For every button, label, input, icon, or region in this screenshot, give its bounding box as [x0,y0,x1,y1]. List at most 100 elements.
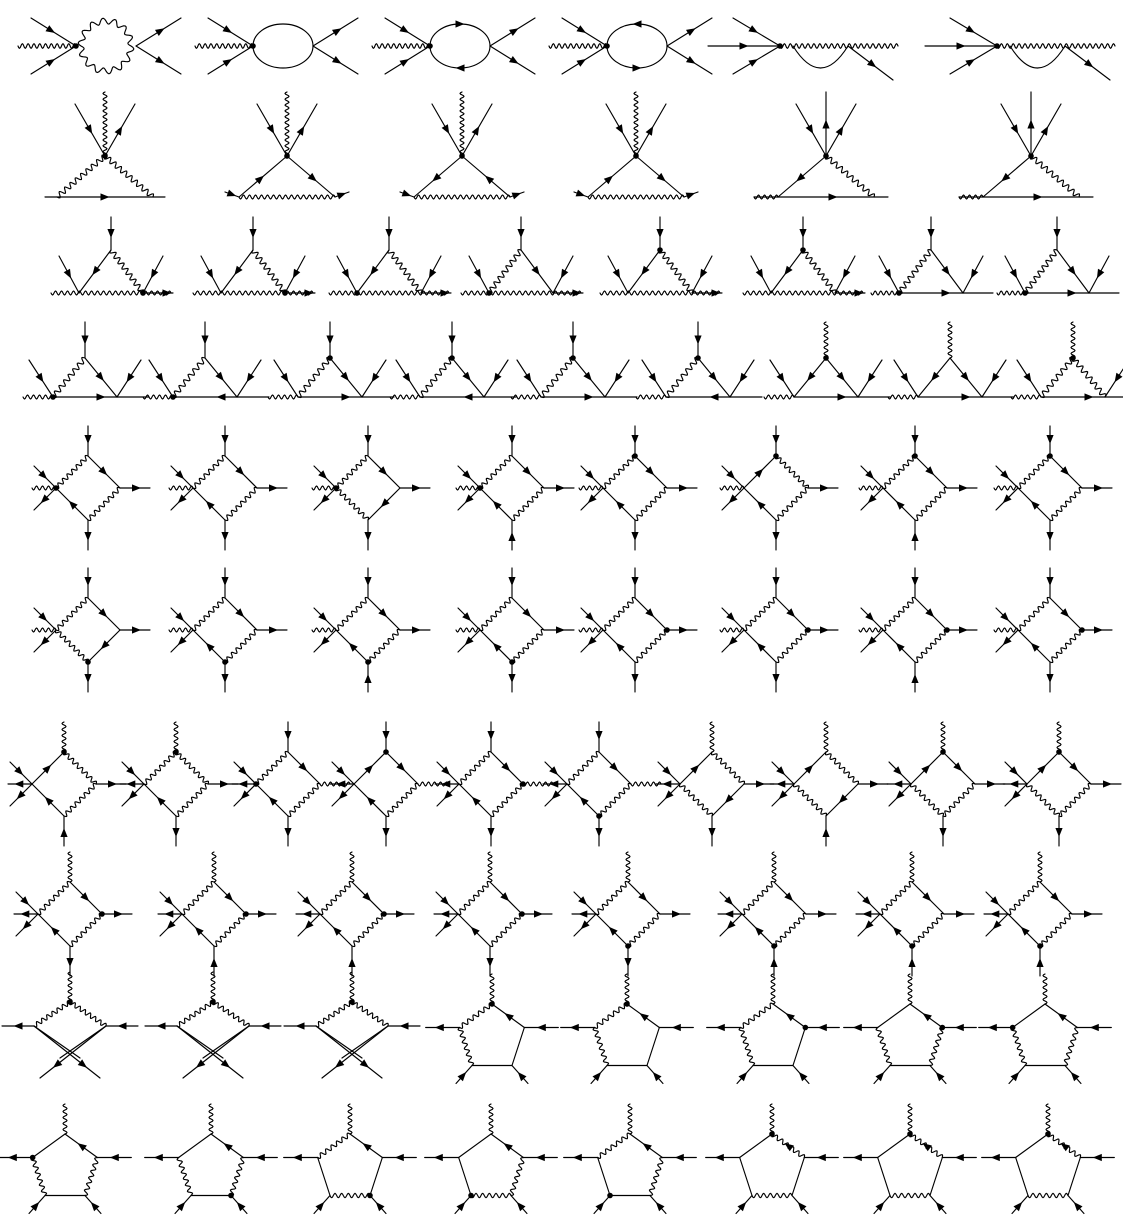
arrowhead [853,1154,862,1161]
boson-line [593,1028,609,1066]
arrowhead [114,910,123,917]
arrowhead [537,1024,546,1031]
arrowhead [818,1024,827,1031]
arrowhead [435,1024,444,1031]
arrowhead [1046,674,1053,683]
arrowhead [400,25,410,33]
arrowhead [364,532,371,541]
vertex-dot [140,290,146,296]
diagram-r9-3 [284,972,420,1078]
arrowhead [595,828,602,837]
boson-line [458,1028,474,1066]
arrowhead [332,28,342,36]
arrowhead [956,910,965,917]
boson-line [368,630,400,663]
boson-line [103,92,107,156]
arrowhead [382,828,389,837]
boson-line [1046,1104,1050,1134]
arrowhead [221,532,228,541]
arrowhead [1053,229,1060,238]
arrowhead [987,780,996,787]
arrowhead [448,336,455,345]
diagram-r7-4 [330,722,448,846]
boson-line [899,250,931,294]
diagram-r8-7 [856,852,974,976]
diagram-r5-7 [859,426,977,550]
diagram-r4-2 [143,322,269,401]
arrowhead [512,193,522,200]
boson-line [388,250,422,293]
vertex-dot [365,659,371,665]
arrowhead [441,289,450,296]
arrowhead [923,1013,932,1021]
arrowhead [84,674,91,683]
boson-line [169,486,193,490]
fermion-line [370,1157,382,1195]
arrowhead [36,373,44,383]
arrowhead [1010,269,1017,279]
arrowhead [396,910,405,917]
vertex-dot [771,943,777,949]
boson-line [772,852,776,882]
arrowhead [1115,373,1123,383]
vertex-dot [570,355,576,361]
arrowhead [370,266,378,275]
vertex-dot [1079,627,1085,633]
vertex-dot [823,355,829,361]
diagram-r3-7 [871,217,993,297]
boson-line [512,488,544,521]
boson-line [312,628,336,632]
vertex-dot [53,485,59,491]
arrowhead [66,958,73,967]
arrowhead [585,393,594,400]
diagram-r2-6 [959,92,1093,201]
vertex-dot [909,943,915,949]
boson-line [386,784,418,817]
boson-line [871,291,899,295]
boson-line [549,44,607,49]
arrowhead [867,59,876,67]
arrowhead [633,20,642,27]
arrowhead [577,59,587,67]
arrowhead [715,1154,724,1161]
arrowhead [772,577,779,586]
arrowhead [1046,577,1053,586]
diagram-r1-6 [925,18,1115,80]
arrowhead [372,373,380,383]
boson-line [512,630,544,663]
diagram-r10-4 [425,1104,558,1214]
arrowhead [84,532,91,541]
boson-line [1043,974,1047,1004]
arrowhead [862,910,871,917]
diagram-r6-7 [859,568,977,692]
arrowhead [712,289,721,296]
arrowhead [348,958,355,967]
boson-line [659,250,693,293]
diagram-r4-9 [1011,322,1123,401]
arrowhead [1046,532,1053,541]
boson-line [62,722,66,752]
arrowhead [101,193,110,200]
arrowhead [573,289,582,296]
arrowhead [822,828,829,837]
arrowhead [400,1022,409,1029]
diagram-r9-2 [145,972,281,1078]
arrowhead [772,532,779,541]
arrowhead [884,269,891,279]
arrowhead [615,373,623,383]
boson-line [256,752,288,785]
fermion-line [40,1026,106,1078]
fermion-line [177,1026,223,1058]
arrowhead [1097,269,1104,279]
diagram-r8-5 [572,852,690,976]
arrowhead [631,674,638,683]
arrowhead [1067,266,1075,275]
arrowhead [662,780,671,787]
arrowhead [531,266,539,275]
arrowhead [269,626,278,633]
arrowhead [955,1154,964,1161]
boson-line [598,1133,630,1158]
arrowhead [534,910,543,917]
arrowhead [578,910,587,917]
arrowhead [326,336,333,345]
